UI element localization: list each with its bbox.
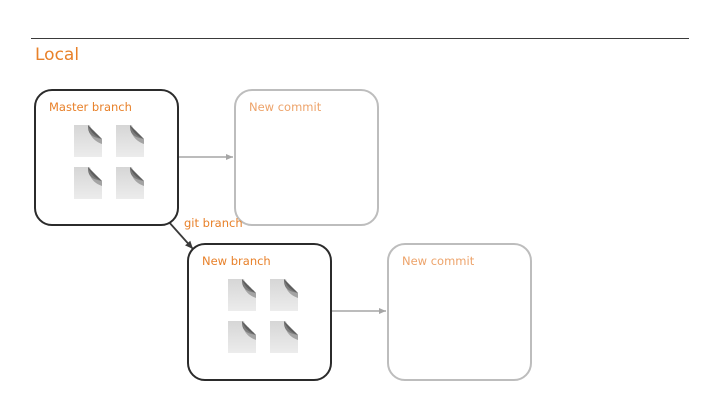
document-icon [228, 321, 256, 353]
master-new-commit-label: New commit [249, 100, 322, 114]
branch-new-commit-label: New commit [402, 254, 475, 268]
document-icon [270, 279, 298, 311]
branch-new-commit-box: New commit [387, 243, 532, 381]
document-icon [116, 167, 144, 199]
document-icon [74, 167, 102, 199]
new-branch-label: New branch [202, 254, 271, 268]
master-branch-label: Master branch [49, 100, 132, 114]
document-icon [228, 279, 256, 311]
master-files [74, 125, 144, 199]
document-icon [74, 125, 102, 157]
top-divider [31, 38, 689, 39]
new-branch-box: New branch [187, 243, 332, 381]
document-icon [270, 321, 298, 353]
git-branch-label: git branch [184, 216, 243, 230]
document-icon [116, 125, 144, 157]
master-new-commit-box: New commit [234, 89, 379, 226]
new-branch-files [228, 279, 298, 353]
master-branch-box: Master branch [34, 89, 179, 226]
section-title: Local [35, 45, 80, 65]
